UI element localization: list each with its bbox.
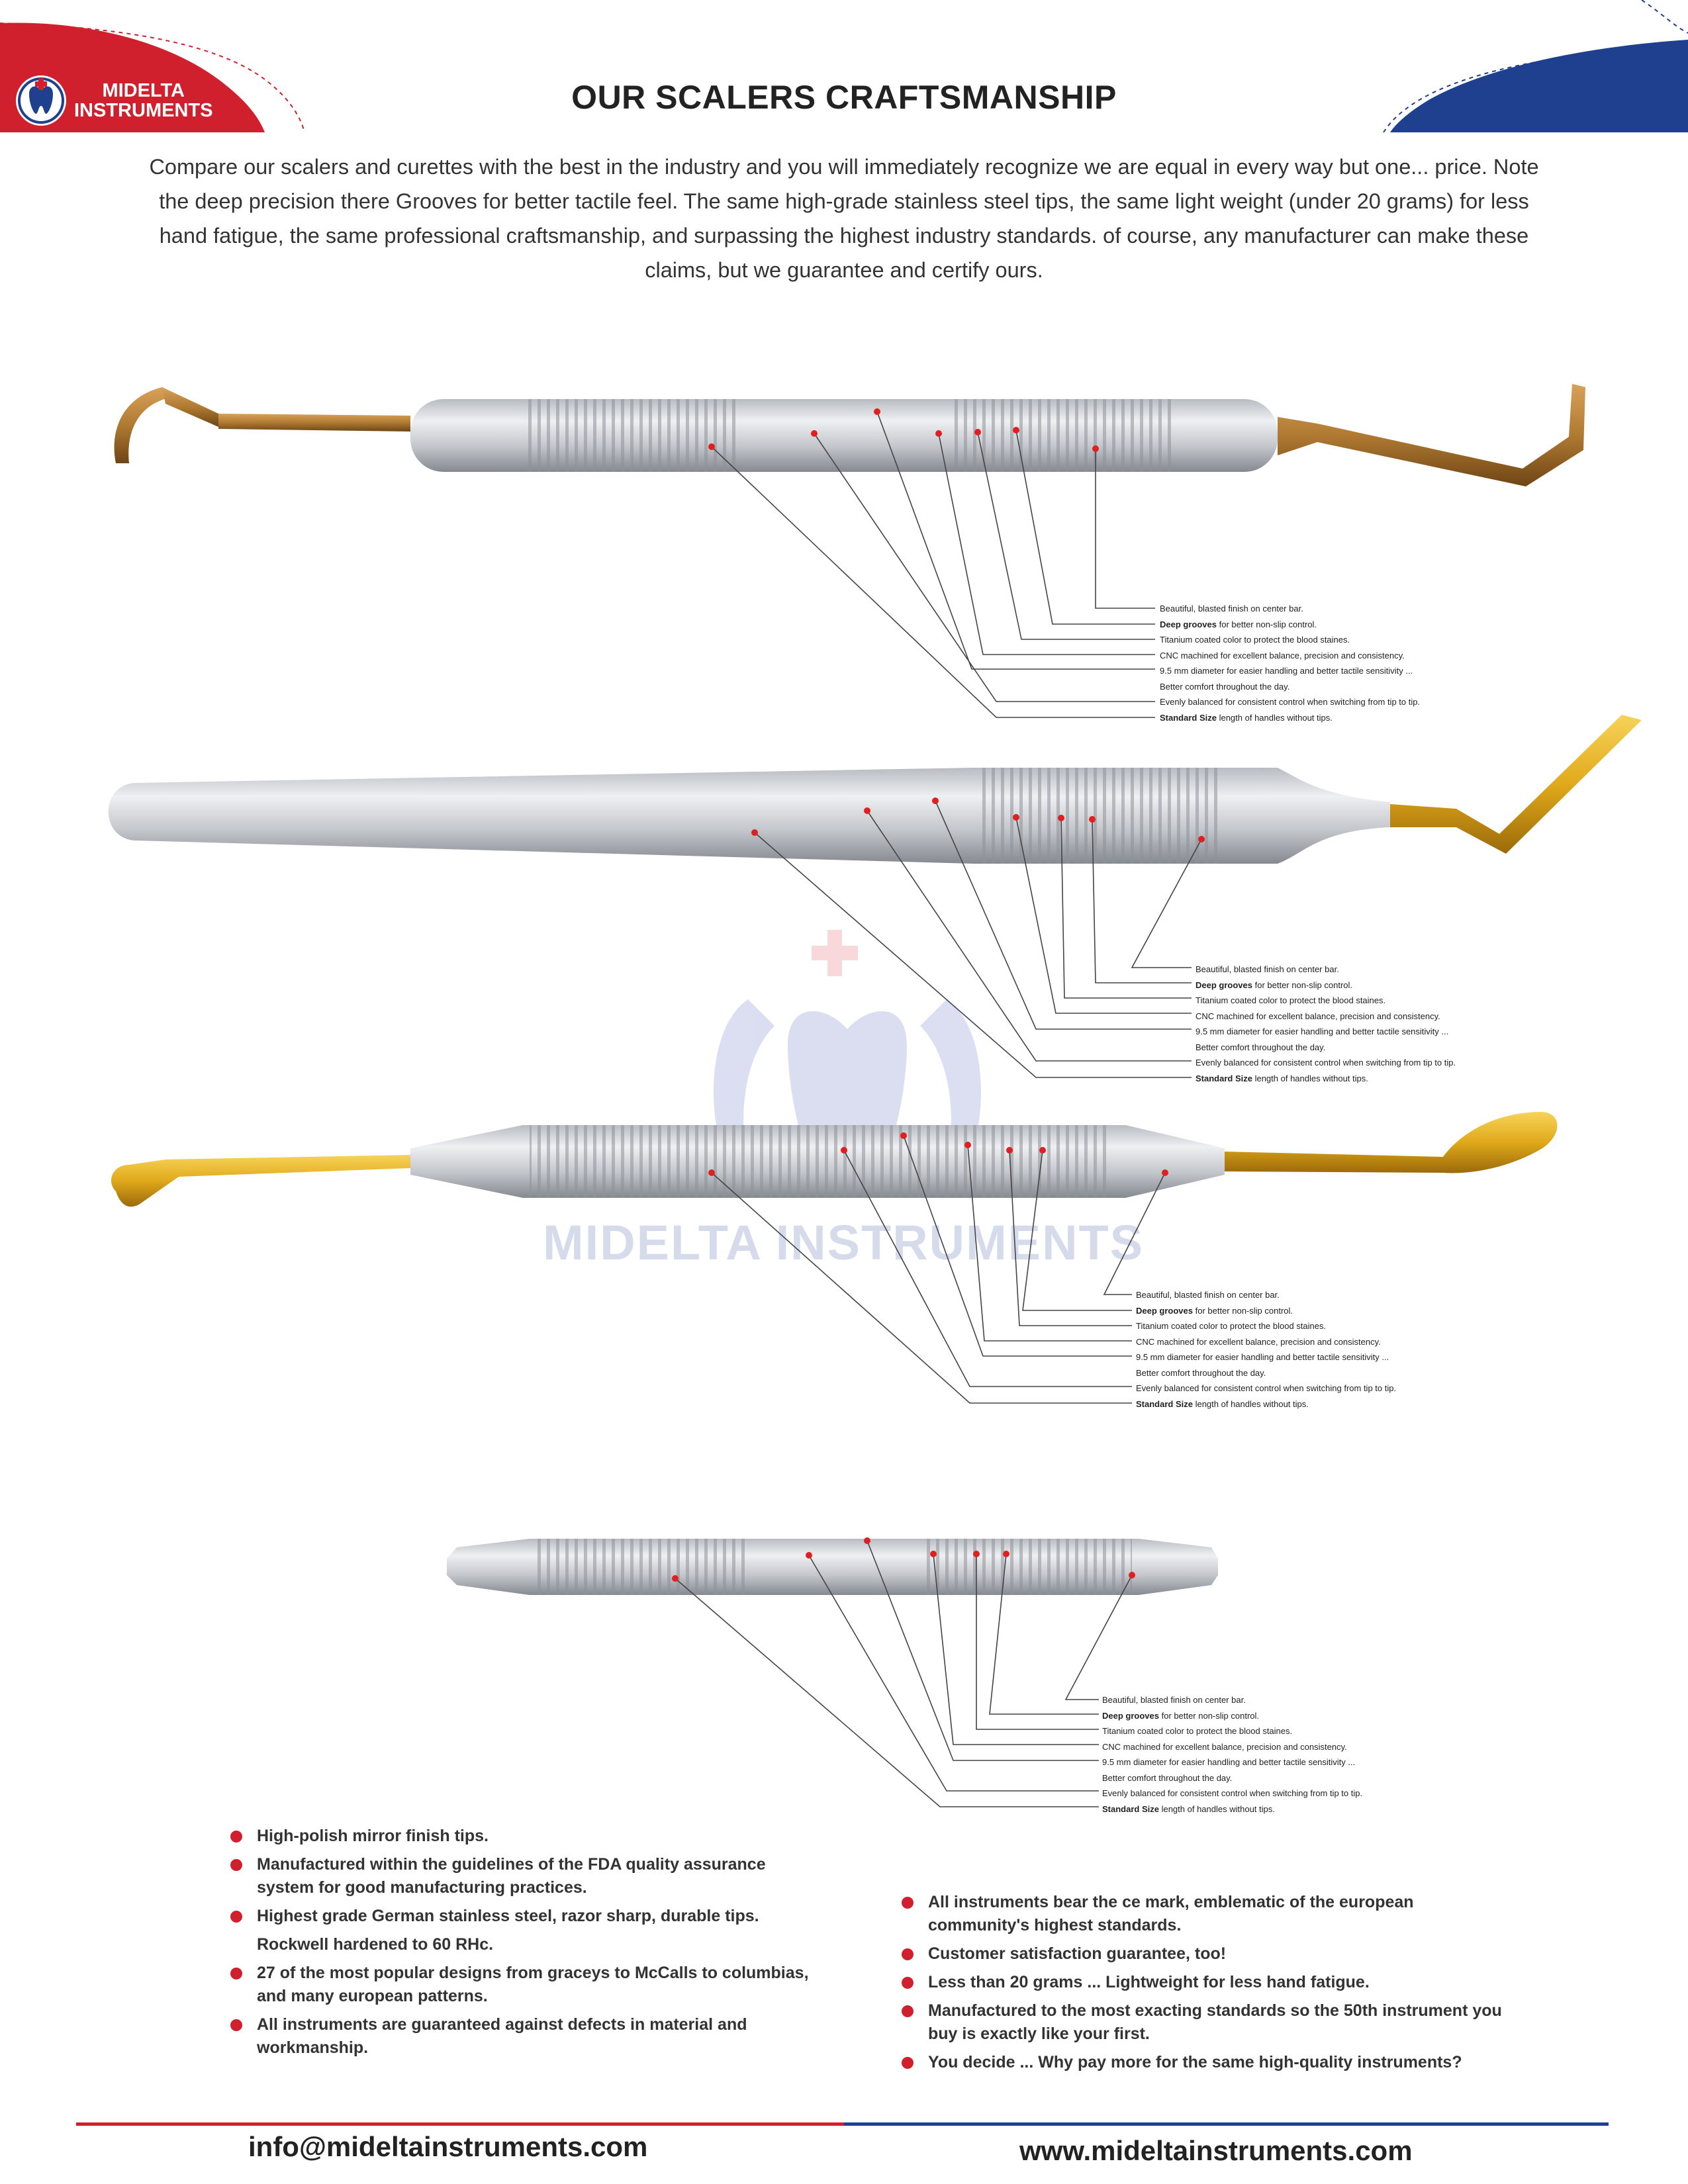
feature-item: All instruments are guaranteed against d…: [230, 2013, 813, 2060]
callout-text: Titanium coated color to protect the blo…: [1136, 1321, 1327, 1331]
header-decoration: [0, 0, 1688, 133]
feature-item: All instruments bear the ce mark, emblem…: [902, 1891, 1511, 1937]
header-red-swoosh: [0, 23, 265, 132]
instrument-4-handle: [447, 1539, 1218, 1595]
footer-email-link[interactable]: info@mideltainstruments.com: [248, 2131, 648, 2162]
callout-text: Better comfort throughout the day.: [1160, 681, 1290, 692]
callout-text: Evenly balanced for consistent control w…: [1136, 1383, 1397, 1393]
callout-text: 9.5 mm diameter for easier handling and …: [1196, 1026, 1449, 1036]
bullet-dot-icon: [902, 1897, 914, 1909]
bullet-dot-icon: [902, 2057, 914, 2069]
callout-text: CNC machined for excellent balance, prec…: [1102, 1741, 1347, 1752]
callout-text: Standard Size length of handles without …: [1160, 712, 1333, 723]
bullet-dot-icon: [902, 1977, 914, 1989]
feature-item: Manufactured within the guidelines of th…: [230, 1853, 813, 1899]
callout-dots: [672, 408, 1205, 1582]
feature-item: Manufactured to the most exacting standa…: [902, 1999, 1511, 2046]
brand-name: MIDELTA INSTRUMENTS: [74, 81, 212, 120]
instrument-2-handle: [108, 715, 1642, 864]
feature-item: 27 of the most popular designs from grac…: [230, 1962, 813, 2008]
bullet-dot-icon: [230, 1831, 242, 1843]
feature-item: Highest grade German stainless steel, ra…: [230, 1905, 813, 1928]
header-navy-swoosh: [1390, 40, 1688, 132]
footer-website-link[interactable]: www.mideltainstruments.com: [1019, 2135, 1413, 2166]
page-title: OUR SCALERS CRAFTSMANSHIP: [571, 79, 1117, 116]
callout-text: Titanium coated color to protect the blo…: [1160, 635, 1350, 645]
callout-text: CNC machined for excellent balance, prec…: [1136, 1336, 1381, 1347]
callout-text: Standard Size length of handles without …: [1136, 1398, 1309, 1409]
callout-text: Deep grooves for better non-slip control…: [1136, 1305, 1293, 1316]
instrument-illustrations: [108, 384, 1642, 1807]
callout-text: Standard Size length of handles without …: [1196, 1073, 1368, 1083]
callouts-instrument-1: Beautiful, blasted finish on center bar.…: [1160, 601, 1420, 725]
callout-text: CNC machined for excellent balance, prec…: [1196, 1011, 1440, 1021]
callout-text: Titanium coated color to protect the blo…: [1102, 1726, 1293, 1736]
instrument-1-scaler: [114, 384, 1585, 486]
bullet-dot-icon: [902, 2005, 914, 2017]
watermark-text: MIDELTA INSTRUMENTS: [543, 1215, 1145, 1270]
callout-text: Evenly balanced for consistent control w…: [1160, 697, 1421, 707]
feature-item: You decide ... Why pay more for the same…: [902, 2051, 1511, 2074]
features-left-list: High-polish mirror finish tips. Manufact…: [230, 1825, 813, 2065]
leader-lines: [675, 411, 1202, 1807]
callout-text: Beautiful, blasted finish on center bar.: [1136, 1290, 1280, 1300]
bullet-dot-icon: [230, 1911, 242, 1923]
callout-text: Evenly balanced for consistent control w…: [1196, 1058, 1456, 1068]
callout-text: Evenly balanced for consistent control w…: [1102, 1788, 1363, 1798]
callout-text: Deep grooves for better non-slip control…: [1160, 619, 1317, 629]
callout-text: 9.5 mm diameter for easier handling and …: [1160, 666, 1413, 676]
bullet-dot-icon: [230, 1859, 242, 1871]
feature-item: Customer satisfaction guarantee, too!: [902, 1942, 1511, 1966]
feature-item: High-polish mirror finish tips.: [230, 1825, 813, 1848]
callout-text: Titanium coated color to protect the blo…: [1196, 995, 1386, 1005]
callout-text: Better comfort throughout the day.: [1196, 1042, 1326, 1052]
bullet-dot-icon: [230, 2019, 242, 2031]
callouts-instrument-3: Beautiful, blasted finish on center bar.…: [1136, 1287, 1396, 1412]
callouts-instrument-4: Beautiful, blasted finish on center bar.…: [1102, 1692, 1362, 1817]
feature-item: Less than 20 grams ... Lightweight for l…: [902, 1971, 1511, 1994]
instrument-3-curette: [111, 1112, 1558, 1207]
callout-text: Beautiful, blasted finish on center bar.: [1196, 964, 1339, 974]
brand-line-1: MIDELTA: [102, 80, 185, 101]
bullet-dot-icon: [230, 1968, 242, 1979]
callout-text: Better comfort throughout the day.: [1102, 1772, 1233, 1783]
tooth-logo-icon: [16, 75, 66, 126]
callout-text: 9.5 mm diameter for easier handling and …: [1102, 1757, 1356, 1767]
callout-text: Deep grooves for better non-slip control…: [1102, 1710, 1260, 1721]
callout-text: Beautiful, blasted finish on center bar.: [1102, 1695, 1246, 1705]
features-right-list: All instruments bear the ce mark, emblem…: [902, 1891, 1511, 2079]
intro-paragraph: Compare our scalers and curettes with th…: [149, 155, 1539, 282]
footer-divider: [76, 2122, 1609, 2126]
feature-item: Rockwell hardened to 60 RHc.: [257, 1935, 494, 1954]
callout-text: Beautiful, blasted finish on center bar.: [1160, 604, 1303, 614]
callout-text: 9.5 mm diameter for easier handling and …: [1136, 1352, 1389, 1362]
callout-text: Deep grooves for better non-slip control…: [1196, 979, 1353, 990]
callout-text: Standard Size length of handles without …: [1102, 1803, 1275, 1814]
callout-text: CNC machined for excellent balance, prec…: [1160, 650, 1405, 660]
brand-line-2: INSTRUMENTS: [74, 100, 213, 121]
callout-text: Better comfort throughout the day.: [1136, 1367, 1266, 1378]
callouts-instrument-2: Beautiful, blasted finish on center bar.…: [1196, 962, 1456, 1086]
bullet-dot-icon: [902, 1948, 914, 1960]
